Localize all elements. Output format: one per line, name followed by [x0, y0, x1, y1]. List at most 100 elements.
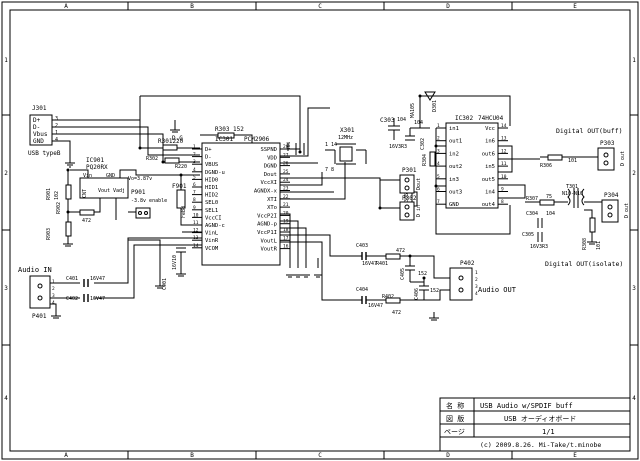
svg-text:16V47: 16V47 [368, 303, 383, 309]
ic301-right-pin-name: VccP2I [257, 213, 277, 219]
c302-capacitor: C302 104 [405, 120, 426, 150]
ic302-right-pin-number: 11 [501, 161, 507, 167]
c406-capacitor: C406 152 [414, 278, 439, 300]
svg-text:16V3R3: 16V3R3 [530, 244, 548, 250]
svg-text:R302: R302 [146, 156, 158, 162]
ic301-right-pin-name: DGND [264, 164, 277, 170]
svg-text:104: 104 [546, 211, 555, 217]
ic302-right-pin-name: in6 [485, 139, 495, 145]
row-label-left-2: 2 [4, 170, 8, 177]
svg-text:1: 1 [52, 279, 55, 285]
r220-resistor [164, 157, 180, 164]
ic302-right-pin-name: Vcc [485, 126, 495, 132]
svg-text:C406: C406 [414, 288, 420, 300]
ic302-right-pin-name: out4 [482, 202, 496, 208]
p401-connector: P401 1 2 3 4 [29, 275, 55, 320]
ic301-right-pin-number: 20 [283, 210, 289, 216]
ic302-left-pin-number: 7 [437, 199, 440, 205]
x301-crystal: X301 12MHz 1 14 7 8 [325, 127, 367, 173]
svg-text:Vout: Vout [98, 188, 110, 194]
svg-text:P304: P304 [604, 192, 619, 199]
ic301-left-pin-number: 6 [193, 182, 196, 188]
p304-connector: P304 D out [601, 192, 630, 223]
ic302-right-pin-number: 9 [501, 187, 504, 193]
ic301-left-pin-name: DGND-u [205, 170, 225, 176]
ic302-left-pin-name: in1 [449, 126, 459, 132]
svg-text:R220: R220 [175, 164, 187, 170]
ic301-right-pin-number: 17 [283, 235, 289, 241]
svg-text:472: 472 [82, 218, 91, 224]
svg-text:C404: C404 [356, 287, 368, 293]
svg-text:P401: P401 [32, 313, 47, 320]
digital-out-isolate-label: Digital OUT(isolate) [545, 260, 623, 268]
j301-pin-gnd: GND [33, 138, 44, 145]
svg-text:P402: P402 [460, 260, 475, 267]
svg-text:2: 2 [55, 123, 58, 129]
svg-text:R308: R308 [582, 238, 588, 250]
ic301-left-pin-name: VinR [205, 238, 219, 244]
ic301-right-pin-name: Dout [264, 172, 277, 178]
ic301-left-pin-name: AGND-c [205, 223, 225, 229]
ic301-right-pin-name: VDD [267, 155, 277, 161]
svg-text:R306: R306 [540, 163, 552, 169]
svg-text:Vadj: Vadj [113, 188, 125, 194]
r401-resistor [385, 253, 401, 260]
c304-capacitor: C304 104 [526, 211, 555, 228]
title-name-value: USB Audio w/SPDIF buff [480, 402, 573, 410]
ic302-part: 74HCU04 [478, 115, 504, 122]
svg-text:C403: C403 [356, 243, 368, 249]
svg-text:104: 104 [414, 120, 423, 126]
svg-text:R305: R305 [404, 193, 410, 205]
svg-text:C402: C402 [66, 296, 78, 302]
ic302-left-pin-number: 2 [437, 136, 440, 142]
d301-diode: D301 MA105 [410, 91, 438, 118]
ic302-right-pin-number: 13 [501, 136, 507, 142]
j301-label: USB typeB [28, 150, 61, 157]
svg-text:1: 1 [55, 130, 58, 136]
ic301-left-pin-name: D- [205, 155, 212, 161]
svg-text:152: 152 [430, 288, 439, 294]
svg-text:16V47: 16V47 [362, 261, 377, 267]
c303-capacitor: C303 104 16V3R3 [380, 117, 407, 150]
col-label-bottom-a: A [64, 452, 68, 459]
r301-resistor [162, 144, 178, 151]
svg-text:CNT: CNT [82, 189, 88, 198]
p901-jumper: P901 -3.8v enable [131, 189, 167, 219]
ic302-right-pin-number: 10 [501, 174, 507, 180]
ic302-left-pin-name: in2 [449, 151, 459, 157]
svg-text:R307: R307 [526, 196, 538, 202]
col-label-top-e: E [573, 3, 577, 10]
row-label-right-4: 4 [632, 395, 636, 402]
ic301-left-pin-name: VBUS [205, 162, 218, 168]
svg-text:16V3R3: 16V3R3 [389, 144, 407, 150]
ic302-right-pin-name: in4 [485, 190, 496, 196]
ic301-left-pin-number: 3 [193, 159, 196, 165]
ic901-pq20rx: IC901 PQ20RX Vin GND CNT Vout Vadj [79, 157, 129, 199]
x301-ref: X301 [340, 127, 355, 134]
svg-text:FeBd: FeBd [181, 206, 187, 218]
ic301-left-pin-number: 7 [193, 190, 196, 196]
r306-resistor [547, 154, 563, 161]
svg-text:D out: D out [620, 151, 626, 166]
ic301-right-pin-number: 25 [283, 169, 289, 175]
audio-out-title: Audio OUT [478, 286, 517, 294]
svg-text:4: 4 [52, 300, 55, 306]
c404-capacitor: C404 16V47 [356, 287, 383, 309]
ic301-right-pin-name: XTI [267, 197, 277, 203]
ic301-right-pin-name: VoutR [260, 247, 277, 253]
svg-text:C401: C401 [66, 276, 78, 282]
ic302-right-pin-name: in5 [485, 164, 495, 170]
svg-text:16V10: 16V10 [172, 255, 178, 270]
ic302-right-pin-number: 12 [501, 148, 507, 154]
svg-text:16V47: 16V47 [90, 296, 105, 302]
svg-text:101: 101 [568, 158, 577, 164]
svg-text:102: 102 [54, 191, 60, 200]
svg-text:P301: P301 [402, 167, 417, 174]
j301-pin-dplus: D+ [33, 117, 41, 124]
svg-text:3: 3 [475, 284, 478, 290]
ic301-right-pin-number: 24 [283, 177, 289, 183]
ic301-left-pin-number: 4 [193, 167, 196, 173]
ic301-right-pin-number: 28 [283, 144, 289, 150]
svg-text:D301: D301 [432, 100, 438, 112]
